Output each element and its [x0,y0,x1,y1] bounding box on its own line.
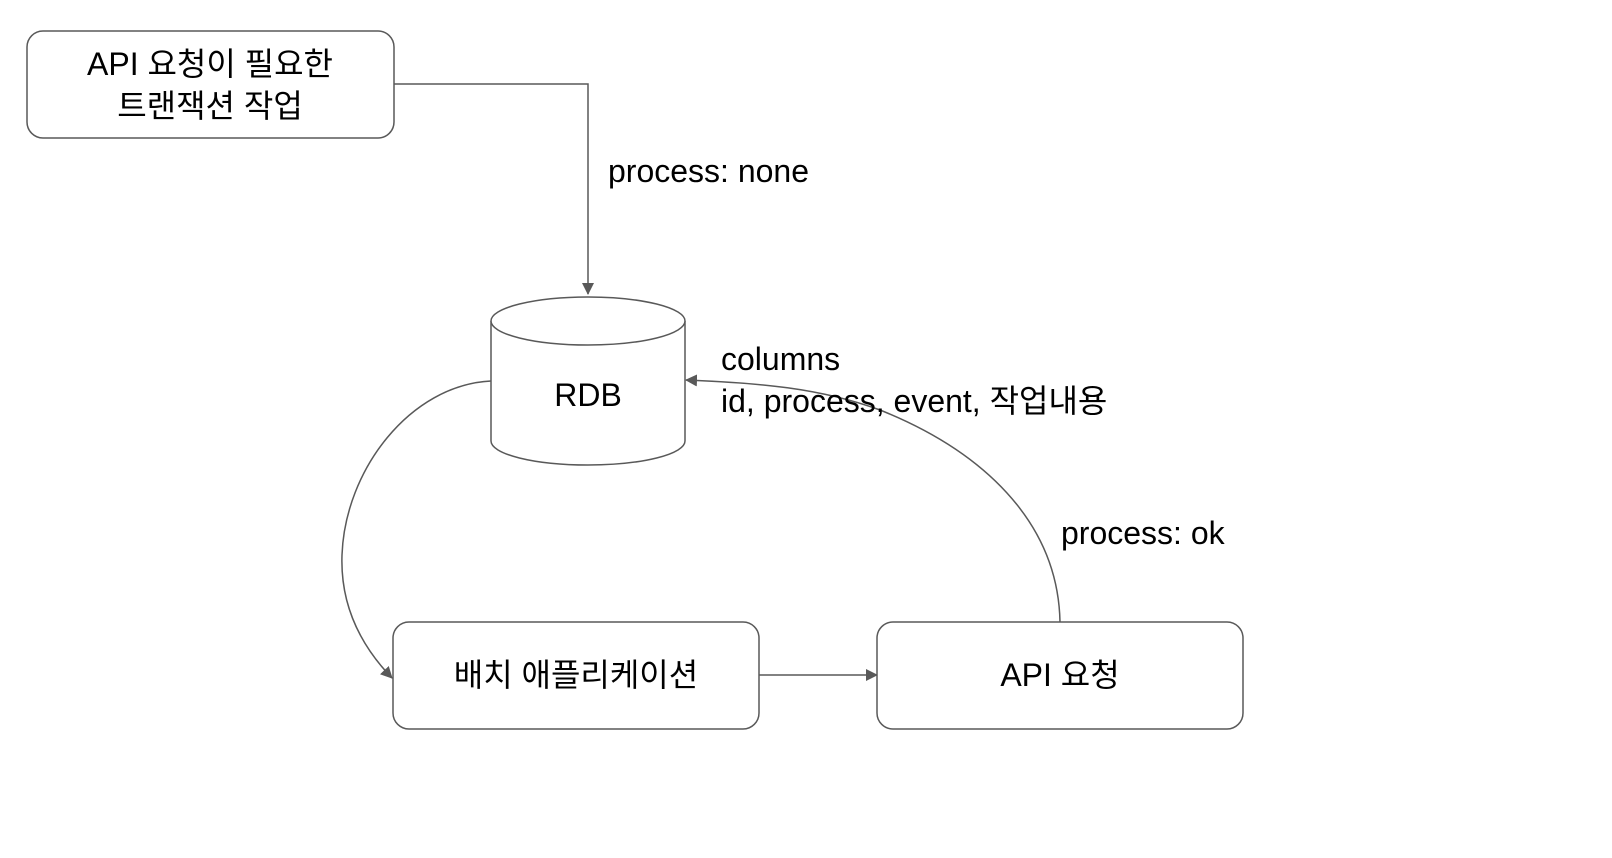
edge-api-to-rdb-line [685,374,1061,623]
rdb-cylinder-body [490,321,686,466]
api-request-label: API 요청 [1000,657,1119,693]
columns-heading: columns [721,341,840,377]
edge-api-to-rdb: process: ok [685,374,1226,623]
edge-label-process-none: process: none [608,153,809,189]
edge-task-to-rdb: process: none [394,83,809,295]
rdb-columns-annotation: columns id, process, event, 작업내용 [721,341,1107,419]
transaction-task-label-line2: 트랜잭션 작업 [117,88,303,124]
batch-application-label: 배치 애플리케이션 [454,657,698,693]
node-api-request[interactable]: API 요청 [876,621,1244,730]
rdb-cylinder-top [490,296,686,346]
node-transaction-task[interactable]: API 요청이 필요한 트랜잭션 작업 [26,30,395,139]
node-batch-application[interactable]: 배치 애플리케이션 [392,621,760,730]
edge-task-to-rdb-line [394,83,594,295]
transaction-task-label-line1: API 요청이 필요한 [87,46,333,82]
edge-label-process-ok: process: ok [1061,515,1226,551]
node-rdb[interactable]: RDB [490,296,686,466]
columns-list: id, process, event, 작업내용 [721,383,1107,419]
rdb-label: RDB [554,377,622,413]
edge-rdb-to-batch [341,380,492,679]
